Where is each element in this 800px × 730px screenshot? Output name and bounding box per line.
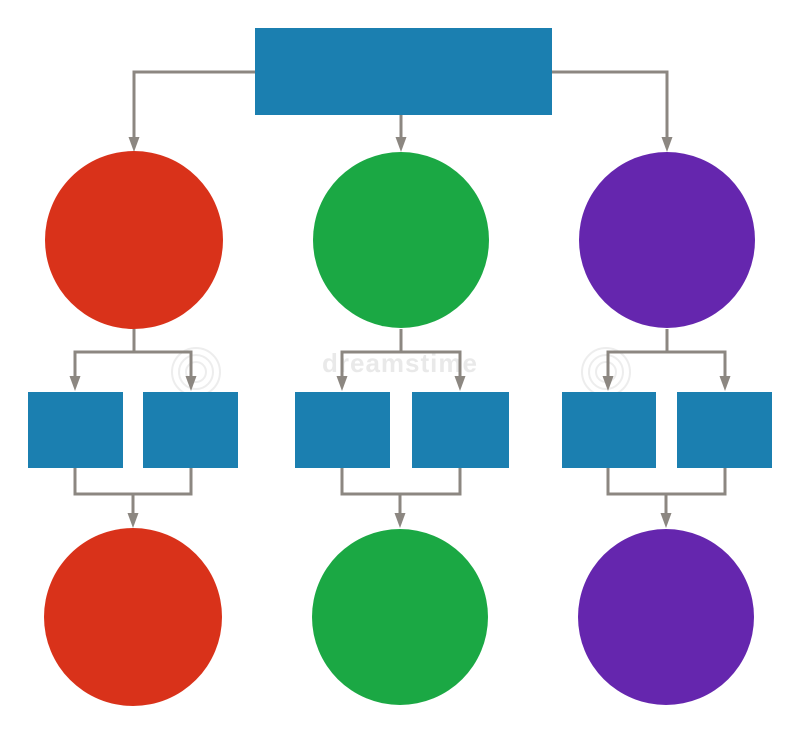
connector-right-split-2 <box>667 350 727 384</box>
node-task-left-a[interactable] <box>28 392 123 468</box>
arrow-head-icon <box>69 376 81 391</box>
arrow-head-icon <box>395 137 407 152</box>
arrow-head-icon <box>454 376 466 391</box>
arrow-head-icon <box>660 513 672 528</box>
arrow-head-icon <box>336 376 348 391</box>
arrow-head-icon <box>661 137 673 152</box>
watermark-ring-icon <box>588 354 624 390</box>
node-root-process[interactable] <box>255 28 552 115</box>
node-task-right-a[interactable] <box>562 392 656 468</box>
connector-right-merge <box>606 468 727 496</box>
connector-center-split <box>340 329 403 384</box>
node-task-right-b[interactable] <box>677 392 772 468</box>
connector-left-split-2 <box>134 350 193 384</box>
arrow-head-icon <box>128 137 140 152</box>
node-task-center-b[interactable] <box>412 392 509 468</box>
watermark-ring-icon <box>185 361 207 383</box>
node-task-center-a[interactable] <box>295 392 390 468</box>
connector-right-split <box>606 329 669 384</box>
node-result-left[interactable] <box>44 528 222 706</box>
connector-center-merge <box>340 468 462 496</box>
node-result-center[interactable] <box>312 529 488 705</box>
node-task-left-b[interactable] <box>143 392 238 468</box>
arrow-head-icon <box>602 376 614 391</box>
node-branch-center-decision[interactable] <box>313 152 489 328</box>
watermark-layer: dreamstime <box>171 347 631 397</box>
node-result-right[interactable] <box>578 529 754 705</box>
connector-center-split-2 <box>401 350 462 384</box>
connector-left-merge <box>73 468 193 496</box>
arrow-head-icon <box>185 376 197 391</box>
arrow-head-icon <box>719 376 731 391</box>
node-layer <box>28 28 772 706</box>
node-branch-left-decision[interactable] <box>45 151 223 329</box>
arrow-head-icon <box>127 513 139 528</box>
node-branch-right-decision[interactable] <box>579 152 755 328</box>
connector-left-split <box>73 329 136 384</box>
arrow-head-icon <box>394 513 406 528</box>
watermark-ring-icon <box>178 354 214 390</box>
